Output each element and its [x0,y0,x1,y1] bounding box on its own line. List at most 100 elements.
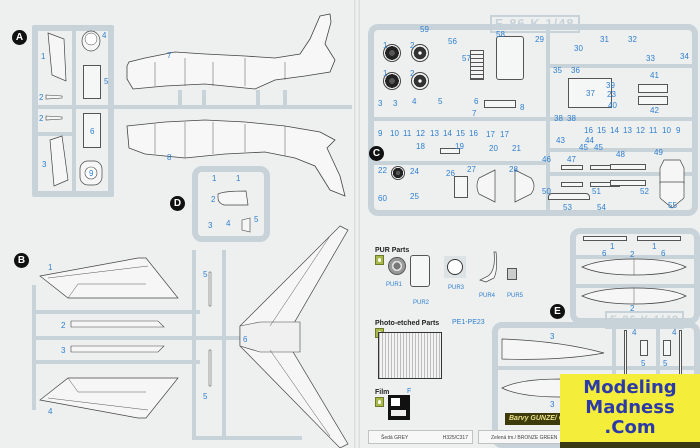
part-number: 17 [500,130,509,139]
pylon-5 [640,340,648,356]
part-a2b [45,115,63,121]
part-number: 5 [203,270,208,279]
part-b4-wing [39,377,179,419]
part-number: 20 [489,144,498,153]
part-number: 53 [563,203,572,212]
sprue-d-badge: D [170,196,185,211]
part-number: 6 [90,127,95,136]
part-number: 38 [554,114,563,123]
resin-drop-icon [375,255,384,265]
part-a5 [83,65,101,99]
part-number: 21 [512,144,521,153]
fuselage-half-8 [126,119,346,197]
part-a1 [47,32,67,82]
part-number: 8 [520,103,525,112]
part-number: 5 [254,215,259,224]
part-number: 40 [608,101,617,110]
part-number: 10 [662,126,671,135]
nose-wheel [411,72,429,90]
part-number: 18 [416,142,425,151]
part-number: 6 [602,249,607,258]
part-number: 45 [594,143,603,152]
part-58 [496,36,524,80]
pur2-part [410,255,430,287]
sprue-runner [32,336,252,340]
part-number: 36 [571,66,580,75]
part-number: 22 [378,166,387,175]
color-code: H325/C317 [442,435,468,441]
sprue-d-frame [192,166,270,242]
part-d5 [241,217,251,233]
part-a2 [45,94,63,100]
part-number: 2 [39,93,44,102]
part-number: 59 [420,25,429,34]
part-number: 9 [378,129,383,138]
part-number: 1 [652,242,657,251]
part-a6 [83,113,101,148]
part-number: 3 [550,332,555,341]
part-number: 11 [403,129,412,138]
part-number: 45 [579,143,588,152]
part-number: 6 [661,249,666,258]
part-b2-slat [70,320,165,328]
watermark-line-2: Madness [585,397,675,418]
resin-drop-icon [375,397,384,407]
part-number: 27 [467,165,476,174]
sprue-runner [32,310,200,314]
sprue-runner [222,250,226,440]
part-number: 30 [574,44,583,53]
part-a3 [49,135,69,187]
part-number: 1 [383,69,388,78]
part-42 [638,96,668,105]
part-number: 1 [610,242,615,251]
part-number: 57 [462,54,471,63]
part-number: 47 [567,155,576,164]
part-number: 5 [438,97,443,106]
photo-etched-fret [378,332,442,379]
pylon-5b [663,340,671,356]
sprue-runner [546,148,696,152]
sprue-runner [368,117,698,121]
page-gutter [354,0,360,448]
sprue-runner [546,172,696,176]
part-number: 1 [41,52,46,61]
film-heading: Film [375,389,390,396]
sprue-runner [202,90,206,108]
sprue-runner [570,255,700,259]
drop-tank-half-3 [501,338,605,360]
part-number: 15 [597,126,606,135]
part-number: 2 [39,114,44,123]
part-20-21 [440,148,460,154]
part-number: 13 [430,129,439,138]
pur-label: PUR5 [507,293,524,299]
modeling-madness-watermark: Modeling Madness .Com [560,374,700,448]
sprue-e-frame-top [570,228,700,324]
sprue-runner [192,436,302,440]
part-number: 43 [556,136,565,145]
part-e1b [637,236,681,241]
part-number: 2 [61,321,66,330]
drop-tank-half-2b [581,287,687,305]
part-number: 8 [167,153,172,162]
part-number: 3 [208,221,213,230]
part-48 [610,164,646,170]
photo-etched-range: PE1-PE23 [452,319,485,326]
pur3-ring [447,259,463,275]
part-number: 1 [212,174,217,183]
part-26 [454,176,468,198]
part-number: 46 [542,155,551,164]
ejection-seat [470,50,484,80]
part-number: 1 [383,41,388,50]
part-a9 [79,160,103,186]
part-41 [638,84,668,93]
watermark-line-1: Modeling [583,377,677,398]
part-number: 26 [446,169,455,178]
sprue-e-badge: E [550,304,565,319]
part-number: 33 [646,54,655,63]
part-number: 5 [104,77,109,86]
part-number: 23 [607,90,616,99]
fuselage-half-7 [126,13,336,90]
part-number: 16 [584,126,593,135]
part-number: 17 [486,130,495,139]
main-wheel [383,44,401,62]
